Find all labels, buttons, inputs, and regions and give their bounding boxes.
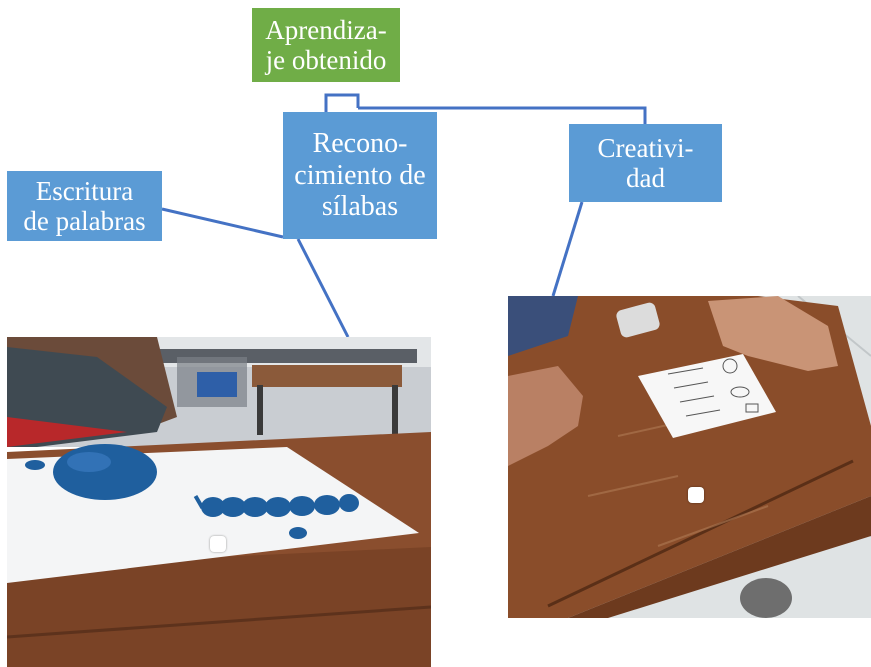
photo-marker-dot (688, 487, 704, 503)
learning-obtained-node: Aprendiza- je obtenido (252, 8, 400, 82)
syllables-line-2: cimiento de (294, 159, 426, 191)
creativity-line-1: Creativi- (597, 132, 694, 163)
root-line-2: je obtenido (265, 45, 387, 75)
photo-marker-dot (210, 536, 226, 552)
syllables-line-3: sílabas (321, 191, 399, 223)
writing-to-syllables-line (161, 207, 284, 239)
plasticine-photo (7, 337, 431, 667)
syllables-to-photo-line (296, 238, 350, 338)
root-line-1: Aprendiza- (265, 14, 387, 45)
syllables-line-1: Recono- (312, 128, 408, 160)
writing-line-2: de palabras (23, 206, 146, 236)
syllable-recognition-node: Recono- cimiento de sílabas (283, 112, 437, 239)
worksheet-photo (508, 296, 871, 618)
creativity-line-2: dad (626, 163, 665, 193)
word-writing-node: Escritura de palabras (7, 171, 162, 241)
writing-line-1: Escritura (35, 175, 134, 206)
root-bracket-line (324, 93, 360, 112)
creativity-to-photo-line (551, 201, 584, 297)
root-to-creativity-line (358, 106, 647, 124)
creativity-node: Creativi- dad (569, 124, 722, 202)
